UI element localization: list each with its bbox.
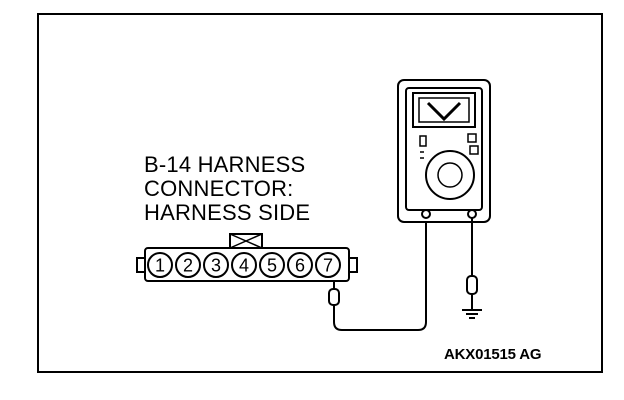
connector-label-line3: HARNESS SIDE (144, 200, 311, 225)
connector-pin (203, 252, 229, 278)
connector-left-ear (136, 257, 146, 273)
ground-symbol-icon (462, 309, 482, 319)
test-probe-icon (328, 281, 340, 312)
connector-label-line1: B-14 HARNESS (144, 152, 306, 177)
figure-id: AKX01515 AG (444, 346, 542, 363)
connector-pin-number: 1 (155, 256, 165, 276)
connector-pin-number: 5 (267, 256, 277, 276)
connector-pin (287, 252, 313, 278)
connector-right-ear (348, 257, 358, 273)
ground-probe-icon (466, 275, 478, 310)
connector-pin (259, 252, 285, 278)
connector-pin-number: 7 (323, 256, 333, 276)
multimeter-icon (397, 79, 491, 223)
connector-pin (147, 252, 173, 278)
connector-pin (175, 252, 201, 278)
connector-pin-number: 2 (183, 256, 193, 276)
connector-label-line2: CONNECTOR: (144, 176, 294, 201)
diagram-border (37, 13, 603, 373)
connector-pin-number: 6 (295, 256, 305, 276)
connector-pin-number: 3 (211, 256, 221, 276)
connector-pin (231, 252, 257, 278)
meter-lead-wire (333, 218, 427, 331)
connector-pin-number: 4 (239, 256, 249, 276)
connector-pin (315, 252, 341, 278)
